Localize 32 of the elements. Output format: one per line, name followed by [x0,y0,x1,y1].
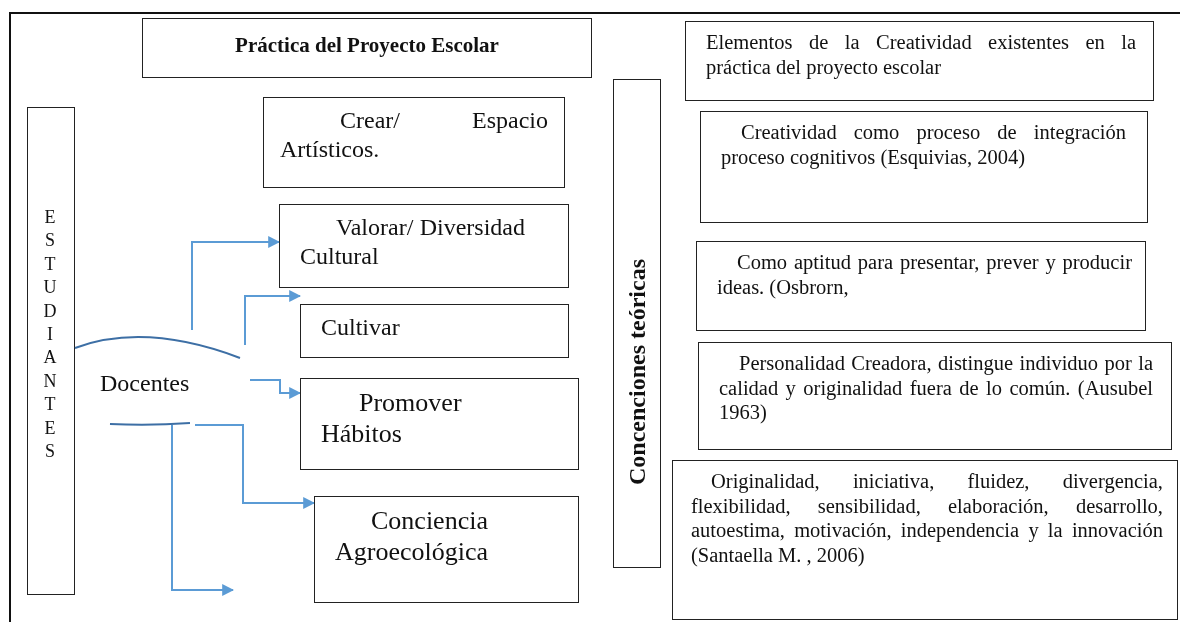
node-text: Elementos de la Creatividad existentes en la práctica del proyecto escolar [706,30,1136,80]
text-box [696,241,1146,331]
arrow [249,379,302,399]
node-text: Cultivar [321,313,401,342]
node-text: Creatividad como proceso de integración proceso cognitivos (Esquivias, 2004) [721,120,1126,170]
node-text: ESTUDIANTES [42,206,58,463]
node-text: Personalidad Creadora, distingue individuo por la calidad y originalidad fuera de lo común. (Ausubel 1963) [719,351,1153,425]
title-box [142,18,592,78]
text-box [698,342,1172,450]
node-text: Como aptitud para presentar, prever y producir ideas. (Osbrorn, [717,250,1132,300]
node-text: Práctica del Proyecto Escolar [234,33,500,58]
arrow [244,290,302,346]
text-box [685,21,1154,101]
node-text: Valorar/ Diversidad Cultural [300,213,525,271]
node-text: Conciencia Agroecológica [335,505,490,568]
node-text: Concenciones teóricas [623,259,651,486]
vertical-band [613,79,661,568]
vertical-band [27,107,75,595]
text-box [300,378,579,470]
arrow [191,236,281,331]
arrow [194,424,316,509]
text-box [672,460,1178,620]
text-box [279,204,569,288]
text-box [700,111,1148,223]
text-box [263,97,565,188]
node-text: Crear/ Espacio Artísticos. [280,106,548,164]
node-text: Docentes [100,370,190,397]
text-box [314,496,579,603]
node-text: Promover Hábitos [321,387,463,450]
arrow [171,424,235,596]
node-text: Originalidad, iniciativa, fluidez, divergencia, flexibilidad, sensibilidad, elaboración, desarrollo, autoestima, motivación, independencia y la innovación (Santaella M. , 2006) [691,469,1163,568]
text-box [300,304,569,358]
